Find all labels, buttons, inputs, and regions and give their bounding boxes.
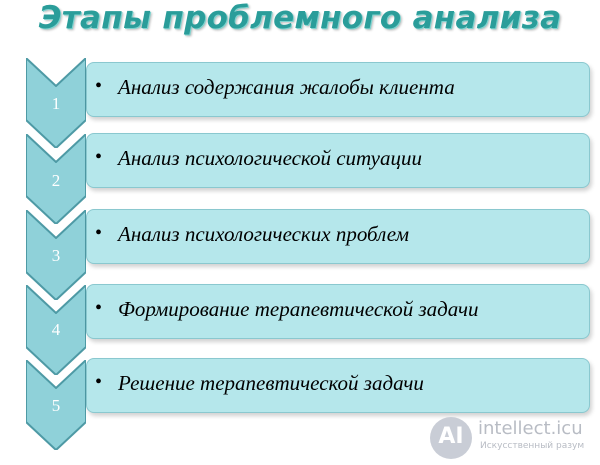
- slide-title: Этапы проблемного анализа: [38, 0, 562, 36]
- step-4-number: 4: [51, 320, 61, 339]
- step-4-box: • Формирование терапевтической задачи: [86, 284, 590, 339]
- step-4-chevron: [26, 285, 86, 375]
- step-1-label: Анализ содержания жалобы клиента: [118, 75, 455, 99]
- step-2-chevron: [26, 134, 86, 224]
- step-1-chevron: [26, 58, 86, 148]
- step-1-bullet: •: [95, 75, 103, 97]
- step-3-bullet: •: [95, 222, 103, 244]
- watermark-name: intellect.icu: [478, 418, 583, 439]
- step-3-chevron: [26, 210, 86, 300]
- step-4-label: Формирование терапевтической задачи: [118, 297, 479, 321]
- step-3-box: • Анализ психологических проблем: [86, 209, 590, 264]
- step-5-label: Решение терапевтической задачи: [118, 371, 424, 395]
- step-2-number: 2: [51, 171, 61, 190]
- watermark-logo-icon: AI: [430, 417, 472, 459]
- watermark: AI intellect.icu Искусственный разум: [430, 415, 598, 461]
- step-5-number: 5: [51, 396, 61, 415]
- step-5-bullet: •: [95, 371, 103, 393]
- step-1-number: 1: [51, 94, 61, 113]
- step-1-box: • Анализ содержания жалобы клиента: [86, 62, 590, 117]
- step-2-label: Анализ психологической ситуации: [118, 146, 422, 170]
- watermark-subtitle: Искусственный разум: [480, 441, 585, 451]
- step-3-number: 3: [51, 246, 61, 265]
- step-4-bullet: •: [95, 297, 103, 319]
- step-5-chevron: [26, 360, 86, 450]
- step-3-label: Анализ психологических проблем: [118, 222, 409, 246]
- watermark-logo-letter: AI: [438, 424, 464, 449]
- step-2-box: • Анализ психологической ситуации: [86, 133, 590, 188]
- step-5-box: • Решение терапевтической задачи: [86, 358, 590, 413]
- step-2-bullet: •: [95, 146, 103, 168]
